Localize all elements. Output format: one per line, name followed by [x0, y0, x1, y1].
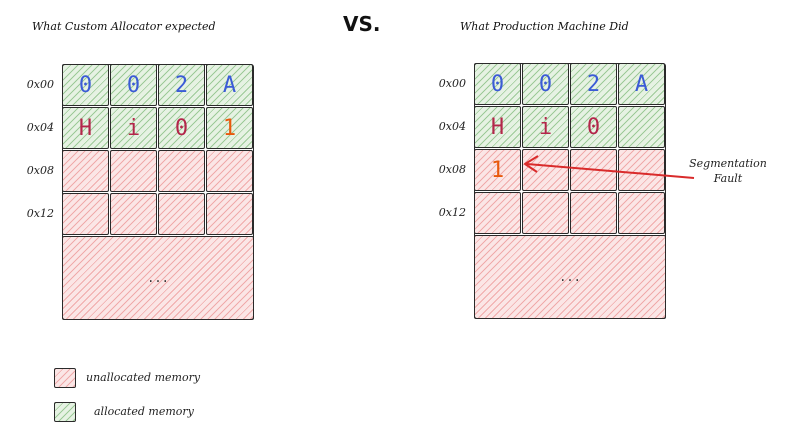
memory-cell — [618, 149, 665, 191]
memory-cell — [158, 193, 205, 235]
memory-cell: 0 — [158, 107, 205, 149]
versus-label: VS. — [343, 12, 381, 36]
memory-remaining-block: ... — [474, 235, 666, 319]
memory-cell: 2 — [570, 63, 617, 105]
memory-cell — [474, 192, 521, 234]
memory-cell: H — [62, 107, 109, 149]
memory-cell: 1 — [474, 149, 521, 191]
left-panel-title: What Custom Allocator expected — [32, 20, 216, 33]
memory-cell — [618, 106, 665, 148]
address-label: 0x00 — [438, 77, 466, 90]
address-label: 0x08 — [438, 163, 466, 176]
legend-allocated-label: allocated memory — [94, 405, 194, 418]
address-label: 0x12 — [438, 206, 466, 219]
memory-cell: A — [206, 64, 253, 106]
memory-cell — [522, 149, 569, 191]
address-label: 0x04 — [438, 120, 466, 133]
memory-cell: 0 — [110, 64, 157, 106]
memory-cell: 0 — [570, 106, 617, 148]
memory-cell — [110, 150, 157, 192]
memory-cell — [206, 150, 253, 192]
memory-cell — [62, 193, 109, 235]
memory-cell: A — [618, 63, 665, 105]
memory-cell — [570, 192, 617, 234]
memory-cell — [158, 150, 205, 192]
memory-cell: 1 — [206, 107, 253, 149]
memory-cell — [618, 192, 665, 234]
segfault-label-line1: Segmentation — [689, 157, 767, 170]
address-label: 0x08 — [26, 164, 54, 177]
segfault-label: Segmentation Fault — [678, 156, 778, 186]
memory-cell: 0 — [522, 63, 569, 105]
memory-cell: 0 — [474, 63, 521, 105]
memory-cell — [110, 193, 157, 235]
address-label: 0x04 — [26, 121, 54, 134]
legend-unallocated-label: unallocated memory — [86, 371, 201, 384]
address-label: 0x12 — [26, 207, 54, 220]
memory-cell — [522, 192, 569, 234]
memory-cell — [62, 150, 109, 192]
memory-cell — [206, 193, 253, 235]
legend-unallocated-swatch — [54, 368, 76, 388]
segfault-label-line2: Fault — [713, 172, 743, 185]
right-panel-title: What Production Machine Did — [460, 20, 629, 33]
memory-cell: i — [110, 107, 157, 149]
memory-cell: i — [522, 106, 569, 148]
address-label: 0x00 — [26, 78, 54, 91]
legend-allocated-swatch — [54, 402, 76, 422]
memory-cell: H — [474, 106, 521, 148]
